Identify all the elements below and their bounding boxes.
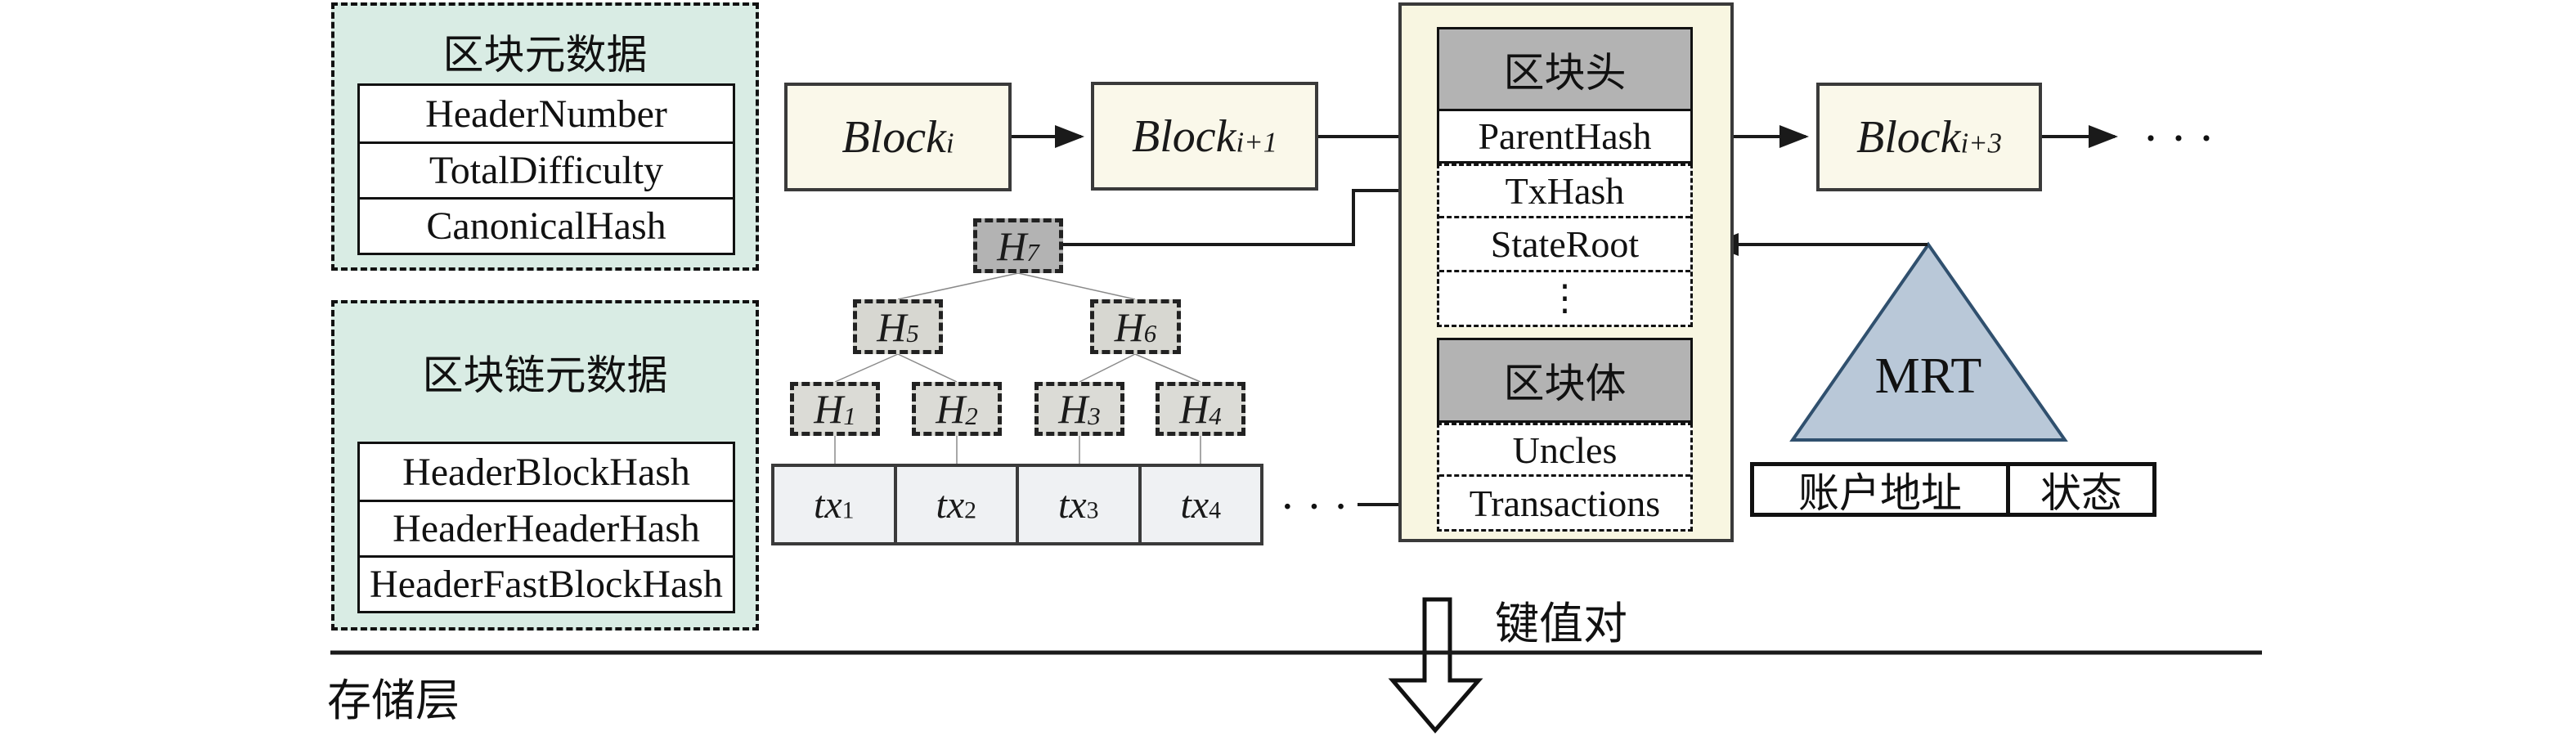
block-body-fields: Uncles Transactions xyxy=(1437,423,1693,532)
field-uncles: Uncles xyxy=(1439,425,1690,477)
tx-label: tx xyxy=(1180,482,1209,527)
tx-label-sub: 1 xyxy=(841,496,855,524)
table-row: HeaderNumber xyxy=(425,92,667,136)
block-metadata-table: HeaderNumber TotalDifficulty CanonicalHa… xyxy=(357,83,735,255)
chain-continuation-ellipsis: ··· xyxy=(2143,111,2226,165)
block-header-hash-fields: TxHash StateRoot ⋮ xyxy=(1437,164,1693,327)
hash-label: H xyxy=(997,222,1027,269)
tx-label-sub: 4 xyxy=(1209,496,1221,524)
hash-label-sub: 5 xyxy=(906,318,919,348)
chain-metadata-table: HeaderBlockHash HeaderHeaderHash HeaderF… xyxy=(357,442,735,613)
account-state-table: 账户地址 状态 xyxy=(1750,462,2156,517)
chain-metadata-panel: 区块链元数据 HeaderBlockHash HeaderHeaderHash … xyxy=(331,300,759,631)
hash-label: H xyxy=(1114,303,1144,350)
mrt-triangle xyxy=(1789,241,2068,442)
block-label: Block xyxy=(1856,111,1961,163)
hash-label: H xyxy=(936,386,966,432)
block-metadata-title: 区块元数据 xyxy=(442,32,648,78)
account-state-header: 状态 xyxy=(2006,466,2152,516)
hash-label-sub: 3 xyxy=(1088,401,1101,430)
table-row: CanonicalHash xyxy=(360,197,733,253)
block-label-sub: i+3 xyxy=(1960,127,2002,159)
field-stateroot: StateRoot xyxy=(1439,218,1690,272)
table-row: TotalDifficulty xyxy=(360,141,733,197)
table-row: HeaderFastBlockHash xyxy=(360,555,733,611)
tx-label: tx xyxy=(1057,482,1087,527)
hash-label-sub: 6 xyxy=(1143,318,1157,348)
storage-layer-label: 存储层 xyxy=(327,676,460,725)
tx-label-sub: 2 xyxy=(964,496,976,524)
hash-label-sub: 4 xyxy=(1209,401,1222,430)
key-value-pair-label: 键值对 xyxy=(1495,599,1627,648)
mrt-tree-label: MRT xyxy=(1874,348,1982,404)
hash-label: H xyxy=(1179,386,1209,432)
hash-label: H xyxy=(1058,386,1088,432)
block-label: Block xyxy=(1132,110,1236,162)
block-label-sub: i+1 xyxy=(1236,126,1277,159)
more-fields-dots: ⋮ xyxy=(1546,278,1583,319)
block-body-title: 区块体 xyxy=(1437,338,1693,423)
block-label: Block xyxy=(841,111,946,163)
field-transactions: Transactions xyxy=(1469,482,1661,524)
table-row: HeaderBlockHash xyxy=(402,450,690,494)
tx-label-sub: 3 xyxy=(1086,496,1099,524)
tx-label: tx xyxy=(813,482,842,527)
hash-label: H xyxy=(877,303,907,350)
tx-label: tx xyxy=(936,482,965,527)
hash-label-sub: 7 xyxy=(1026,237,1039,267)
block-header-title: 区块头 xyxy=(1439,29,1690,111)
block-header-section: 区块头 ParentHash xyxy=(1437,27,1693,164)
block-label-sub: i xyxy=(945,127,954,159)
down-arrow-icon xyxy=(1388,597,1483,734)
hash-label-sub: 1 xyxy=(843,401,856,430)
field-txhash: TxHash xyxy=(1439,166,1690,218)
tx-continuation-ellipsis: ··· xyxy=(1280,482,1360,532)
field-parenthash: ParentHash xyxy=(1478,115,1652,157)
hash-label-sub: 2 xyxy=(965,401,978,430)
table-row: HeaderHeaderHash xyxy=(360,500,733,555)
hash-label: H xyxy=(814,386,844,432)
block-metadata-panel: 区块元数据 HeaderNumber TotalDifficulty Canon… xyxy=(331,2,759,271)
account-address-header: 账户地址 xyxy=(1798,469,1962,516)
chain-metadata-title: 区块链元数据 xyxy=(422,352,668,398)
arrow-h7-to-txhash xyxy=(1063,179,1429,246)
